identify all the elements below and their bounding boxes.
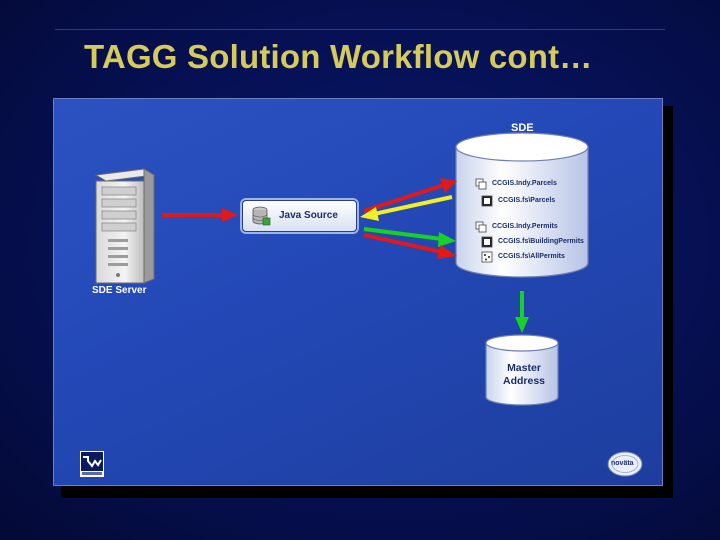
- feature-class-icon: [481, 236, 493, 248]
- server-icon: [94, 168, 156, 284]
- arrow-sde-to-java-yellow: [360, 195, 453, 221]
- arrow-java-to-sde-green: [363, 227, 456, 247]
- point-feature-class-icon: [481, 251, 493, 263]
- master-address-cylinder: [485, 334, 559, 406]
- sde-item-label: CCGIS.Indy.Parcels: [492, 180, 557, 187]
- novata-seal-icon: [607, 451, 643, 477]
- county-logo: [80, 451, 104, 477]
- sde-item-label: CCGIS.Indy.Permits: [492, 223, 558, 230]
- sde-item-label: CCGIS.fs\Parcels: [498, 197, 556, 204]
- sde-item-label: CCGIS.fs\BuildingPermits: [498, 238, 584, 245]
- arrow-java-to-sde-red-lower: [363, 233, 457, 259]
- master-address-line: Address: [502, 375, 545, 387]
- arrow-java-to-sde-red: [363, 178, 457, 213]
- arrow-sde-to-master-address: [515, 291, 529, 333]
- master-address-line: Master: [507, 362, 541, 374]
- java-source-label: Java Source: [279, 210, 338, 221]
- java-database-icon: [252, 206, 271, 226]
- diagram-panel: SDE SDE Server Java Source CCGIS.Indy.Pa…: [53, 98, 663, 486]
- novata-logo: noväta: [607, 451, 643, 477]
- master-address-label: Master Address: [488, 335, 560, 405]
- sde-item-label: CCGIS.fs\AllPermits: [498, 253, 565, 260]
- sde-server-label: SDE Server: [92, 285, 147, 296]
- novata-logo-text: noväta: [611, 460, 634, 467]
- arrow-server-to-java: [162, 208, 238, 222]
- feature-class-icon: [481, 195, 493, 207]
- sde-label: SDE: [511, 122, 534, 134]
- java-source-box: Java Source: [242, 200, 357, 232]
- feature-dataset-icon: [475, 178, 487, 190]
- feature-dataset-icon: [475, 221, 487, 233]
- title-divider-line: [55, 29, 665, 30]
- slide-title: TAGG Solution Workflow cont…: [84, 38, 593, 75]
